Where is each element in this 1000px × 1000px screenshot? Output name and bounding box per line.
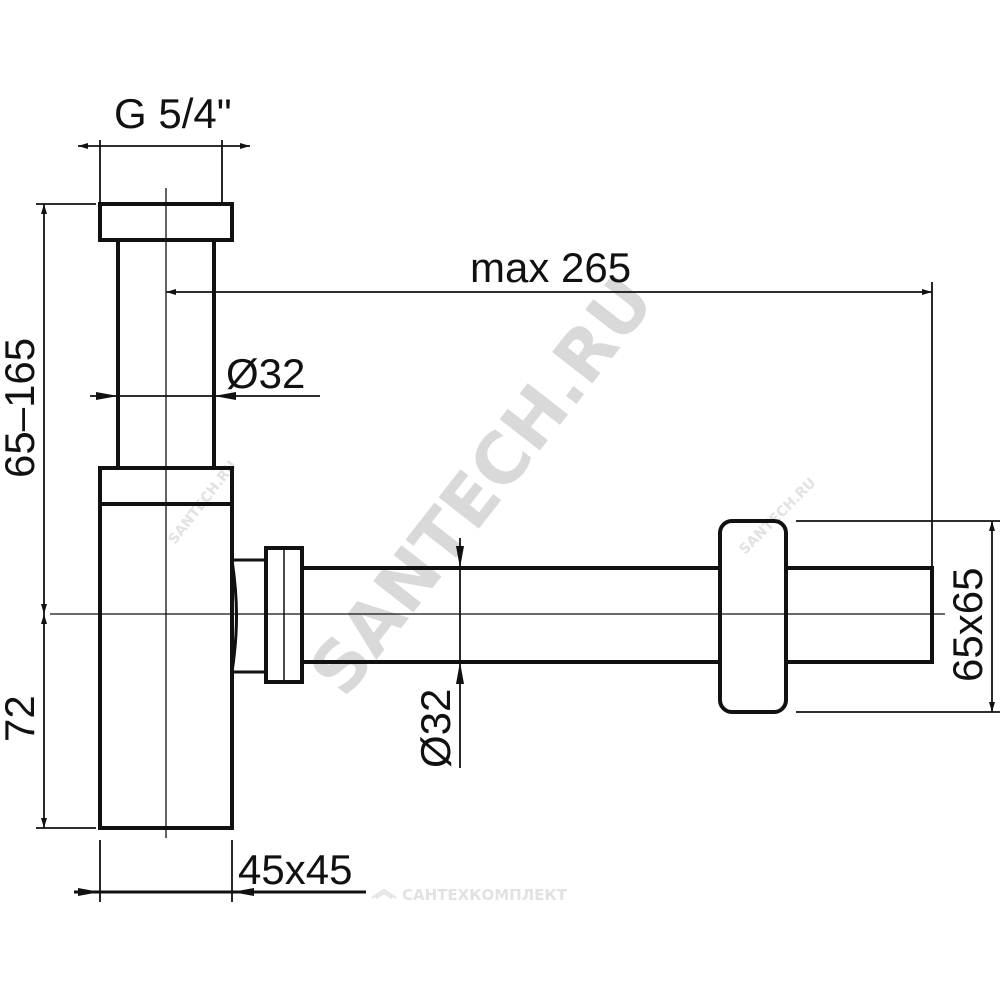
siphon-body — [98, 202, 934, 830]
dim-outlet-arrow-top — [456, 546, 464, 568]
label-lower-height: 72 — [0, 695, 43, 742]
dimension-lines — [36, 140, 1000, 902]
pipe-stub — [786, 566, 934, 664]
dim-inlet-arrow-right — [214, 392, 236, 400]
label-inlet-diameter: Ø32 — [226, 350, 305, 397]
label-height-range: 65–165 — [0, 338, 43, 478]
watermark-small-right: SANTECH.RU — [737, 475, 820, 558]
watermark-bottom-logo — [371, 888, 397, 899]
side-connector — [230, 558, 266, 674]
label-base-size: 45x45 — [238, 846, 352, 893]
label-thread: G 5/4" — [114, 90, 232, 137]
dim-inlet-arrow-left — [96, 392, 118, 400]
wall-flange — [718, 519, 788, 714]
dim-outlet-arrow-bottom — [456, 662, 464, 684]
label-wall-flange: 65x65 — [944, 568, 991, 682]
dim-base-arrow-left — [78, 888, 100, 896]
centerlines — [50, 188, 945, 838]
watermark-main: SANTECH.RU — [294, 261, 670, 710]
label-reach: max 265 — [470, 244, 631, 291]
label-outlet-diameter: Ø32 — [412, 689, 459, 768]
dim-base-arrow-right — [232, 888, 254, 896]
watermark-bottom: САНТЕХКОМПЛЕКТ — [402, 886, 568, 904]
